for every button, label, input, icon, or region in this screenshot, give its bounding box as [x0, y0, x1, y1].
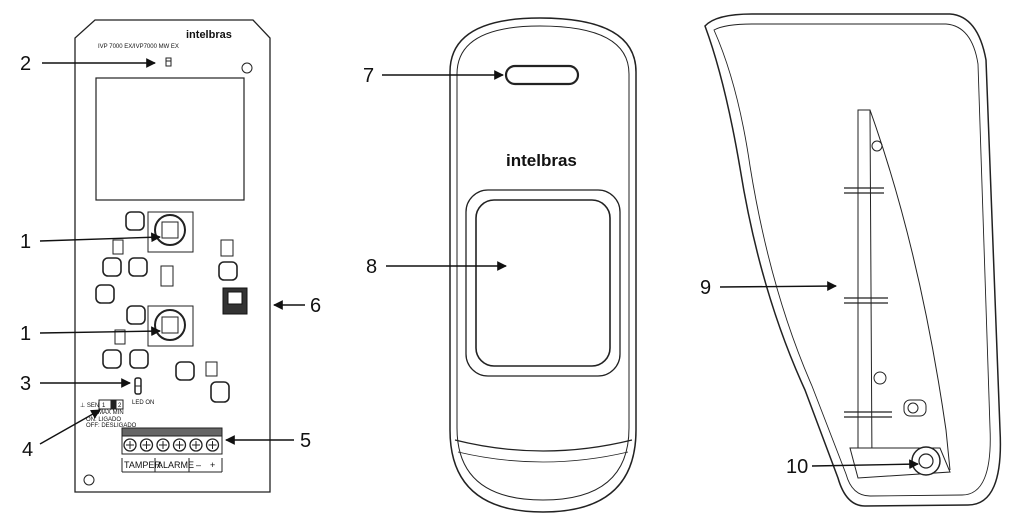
led-indicator [165, 57, 172, 67]
svg-text:1: 1 [102, 403, 106, 409]
callout-10: 10 [786, 456, 808, 478]
pir-window-area [95, 77, 245, 201]
callout-3: 3 [20, 373, 31, 395]
svg-text:OFF: DESLIGADO: OFF: DESLIGADO [86, 423, 137, 429]
led-jumper: LED ON [132, 377, 154, 406]
microwave-module [222, 287, 248, 315]
callout-1-upper: 1 [20, 231, 31, 253]
svg-text:ON: LIGADO: ON: LIGADO [86, 417, 121, 423]
front-brand: intelbras [506, 151, 577, 170]
side-housing [704, 13, 1002, 507]
dip-switch: ⊥ SEN 1 2 MAX MIN ON: LIGADO OFF: DESLIG… [80, 399, 137, 429]
callout-6: 6 [310, 295, 321, 317]
board-ics [112, 239, 234, 377]
callout-7: 7 [363, 65, 374, 87]
terminal-label-tamper: TAMPER [124, 460, 161, 470]
callouts: 2 1 1 3 4 5 6 7 8 9 10 [20, 53, 919, 478]
terminal-label-plus: + [210, 460, 215, 470]
terminal-label-alarm: ALARME [157, 460, 194, 470]
circuit-board: intelbras IVP 7000 EX/IVP7000 MW EX [74, 19, 271, 493]
mounting-hole-bottom [83, 474, 95, 486]
callout-1-lower: 1 [20, 323, 31, 345]
board-brand: intelbras [186, 29, 232, 41]
board-model: IVP 7000 EX/IVP7000 MW EX [98, 44, 179, 50]
front-led-window [504, 64, 580, 86]
callout-8: 8 [366, 256, 377, 278]
callout-2: 2 [20, 53, 31, 75]
svg-text:2: 2 [118, 403, 122, 409]
mounting-hole-top [241, 62, 253, 74]
callout-4: 4 [22, 439, 33, 461]
pyro-sensor-lower [147, 305, 194, 347]
board-components [95, 211, 238, 403]
terminal-block: TAMPER ALARME – + [121, 427, 223, 473]
callout-9: 9 [700, 277, 711, 299]
front-housing: intelbras [449, 17, 637, 513]
svg-text:MAX MIN: MAX MIN [98, 410, 124, 416]
terminal-label-minus: – [196, 460, 201, 470]
svg-text:⊥ SEN: ⊥ SEN [80, 402, 99, 409]
pyro-sensor-upper [147, 211, 194, 253]
callout-5: 5 [300, 430, 311, 452]
jumper-label: LED ON [132, 400, 154, 406]
